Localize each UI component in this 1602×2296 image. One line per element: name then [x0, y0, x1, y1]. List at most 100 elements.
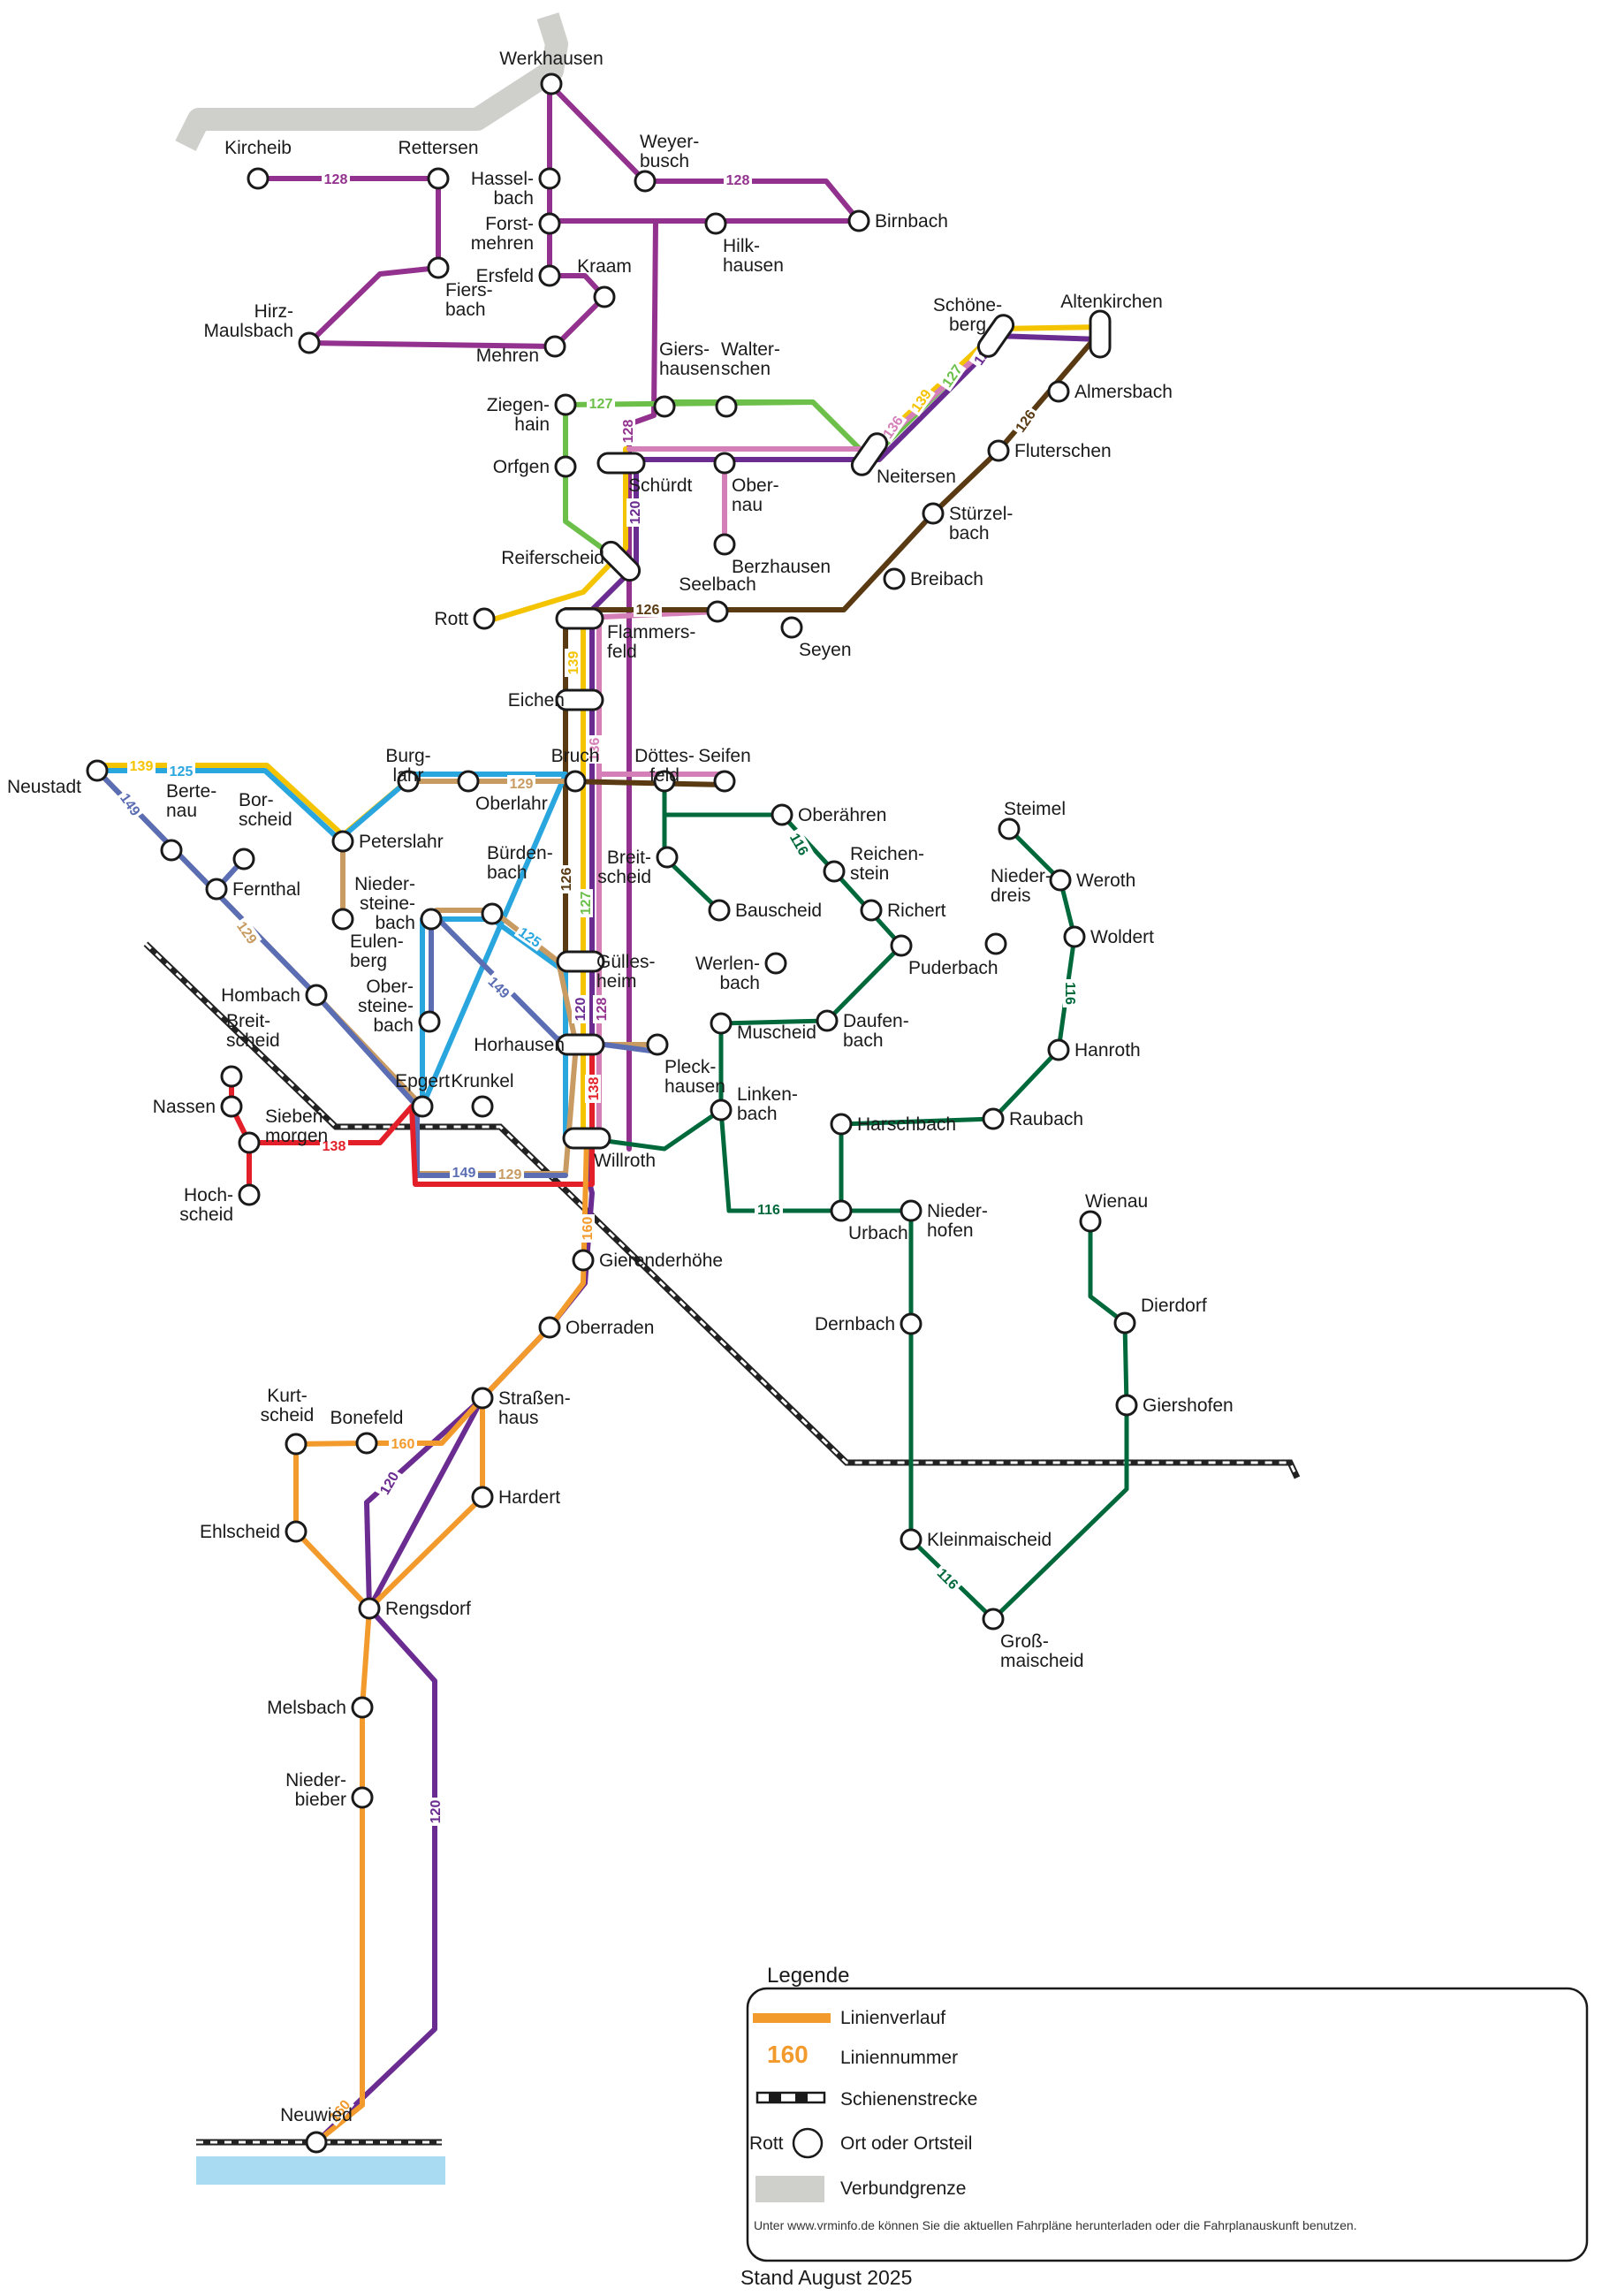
station-oberlahr: Oberlahr — [457, 770, 548, 814]
station-giershofen: Giershofen — [1115, 1394, 1234, 1417]
station-label: Woldert — [1090, 927, 1154, 947]
tag-bg — [877, 410, 907, 444]
stop-circle — [715, 395, 738, 418]
station-ehlscheid: Ehlscheid — [200, 1520, 307, 1543]
station-hilkhausen: Hilk-hausen — [704, 212, 784, 276]
tag-bg — [937, 359, 967, 392]
tag-116-woldert: 116 — [1062, 979, 1079, 1007]
station-label: Hombach — [221, 985, 300, 1006]
station-horhausen: Horhausen — [474, 1033, 605, 1056]
station-label: Bonefeld — [330, 1408, 404, 1428]
tag-text: 116 — [757, 1203, 780, 1218]
station-almersbach: Almersbach — [1047, 380, 1173, 403]
tag-129-willroth: 129 — [496, 1166, 524, 1182]
station-label: Eulen-berg — [350, 931, 404, 971]
station-breitscheid-n: Breit-scheid — [597, 846, 679, 887]
stop-circle — [656, 846, 679, 869]
station-obernau: Ober-nau — [713, 452, 779, 515]
station-stuerzelbach: Stürzel-bach — [922, 502, 1013, 544]
station-label: Oberähren — [798, 805, 886, 825]
station-label: Nieder-steine-bach — [354, 874, 415, 933]
station-kraam: Kraam — [577, 256, 632, 308]
station-label: Richert — [887, 901, 946, 921]
stop-circle — [331, 908, 354, 931]
tag-bg — [127, 757, 156, 773]
station-label: Stürzel-bach — [949, 504, 1013, 544]
tag-text: 136 — [588, 738, 603, 762]
stop-circle — [572, 1249, 595, 1272]
station-label: Linken-bach — [737, 1084, 798, 1124]
station-breitscheid-s: Breit-scheid — [220, 1011, 280, 1088]
station-borscheid: Bor-scheid — [232, 790, 292, 871]
stop-circle — [982, 1107, 1005, 1130]
tag-bg — [585, 1075, 601, 1103]
station-label: Fiers-bach — [445, 280, 493, 320]
stop-circle — [847, 209, 870, 232]
tag-bg — [167, 763, 195, 779]
stop-circle — [771, 803, 793, 826]
stop-circle — [481, 902, 504, 925]
station-gierenderhoehe: Gierenderhöhe — [572, 1249, 723, 1272]
stop-circle — [593, 285, 616, 308]
stop-circle — [238, 1183, 261, 1206]
stop-circle — [564, 770, 587, 793]
station-dernbach: Dernbach — [815, 1312, 922, 1335]
tag-126-guellesheim: 126 — [558, 865, 574, 893]
tag-120-horhausen: 120 — [572, 995, 588, 1023]
station-neuwied: Neuwied — [280, 2105, 353, 2154]
line-120 — [314, 333, 1103, 2145]
station-label: Eichen — [508, 690, 565, 711]
station-linkenbach: Linken-bach — [710, 1084, 798, 1124]
stop-circle — [427, 167, 450, 190]
stop-circle — [247, 167, 270, 190]
station-label: Willroth — [594, 1151, 656, 1171]
station-hasselbach: Hassel-bach — [471, 167, 561, 209]
stop-circle — [710, 1099, 733, 1121]
station-label: Schürdt — [628, 475, 693, 496]
station-label: Rott — [434, 609, 468, 629]
station-kurtscheid: Kurt-scheid — [261, 1386, 314, 1456]
stop-circle — [708, 899, 731, 922]
legend-border-label: Verbundgrenze — [840, 2178, 966, 2199]
station-label: Ersfeld — [476, 266, 534, 286]
tag-text: 128 — [595, 998, 610, 1022]
tag-138-willroth: 138 — [585, 1075, 602, 1103]
station-label: Weroth — [1076, 871, 1135, 891]
station-label: Kraam — [577, 256, 632, 277]
station-label: Mehren — [476, 346, 539, 366]
stop-circle — [816, 1009, 839, 1032]
stop-circle — [331, 830, 354, 853]
interchange-marker — [555, 688, 604, 711]
station-steimel: Steimel — [998, 799, 1066, 840]
stop-circle — [540, 72, 563, 95]
stop-circle — [220, 1095, 243, 1118]
station-label: Pleck-hausen — [664, 1057, 725, 1097]
station-neitersen: Neitersen — [850, 432, 956, 487]
station-label: Seelbach — [679, 574, 756, 595]
stop-circle — [538, 212, 561, 235]
station-label: Döttes-feld — [634, 746, 695, 786]
stop-circle — [710, 1012, 733, 1035]
station-altenkirchen: Altenkirchen — [1060, 292, 1163, 359]
line-139 — [95, 324, 1103, 1143]
stop-circle — [982, 1608, 1005, 1631]
station-label: Weyer-busch — [640, 132, 699, 171]
station-woldert: Woldert — [1063, 925, 1154, 948]
station-schuerdt: Schürdt — [596, 452, 693, 496]
station-epgert: Epgert — [395, 1071, 450, 1118]
stop-circle — [298, 331, 321, 354]
interchange-marker — [976, 314, 1015, 358]
station-eichen: Eichen — [508, 688, 604, 711]
station-label: Ziegen-hain — [487, 395, 550, 435]
legend-rail-label: Schienenstrecke — [840, 2089, 977, 2110]
tag-bg — [389, 1435, 417, 1451]
legend-line-sample — [753, 2013, 831, 2023]
tag-bg — [116, 787, 146, 821]
stop-circle — [86, 759, 109, 782]
station-rengsdorf: Rengsdorf — [358, 1597, 471, 1620]
tag-bg — [586, 735, 602, 764]
station-label: Wienau — [1085, 1191, 1148, 1212]
station-fluterschen: Fluterschen — [987, 439, 1112, 462]
station-giershausen: Giers-hausen — [653, 339, 720, 418]
